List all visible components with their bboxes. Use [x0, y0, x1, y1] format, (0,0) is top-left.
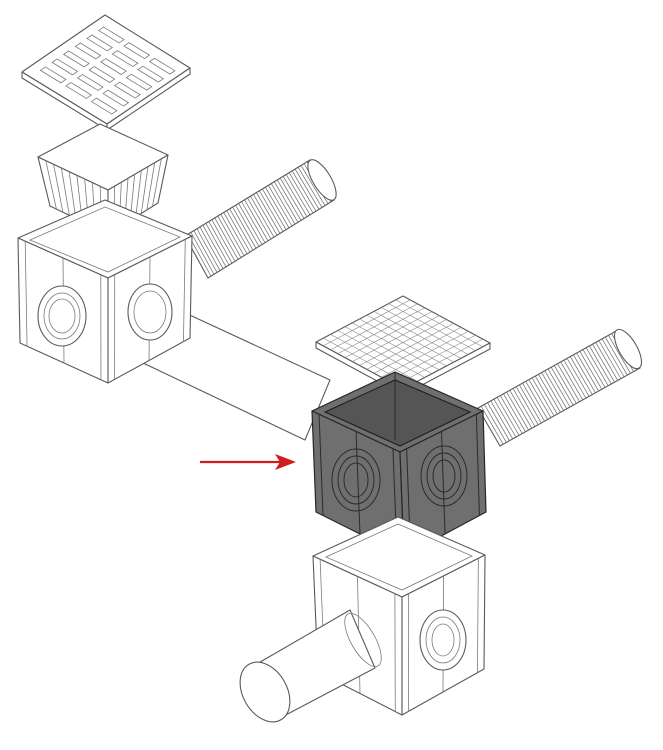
corrugated-pipe-left: [184, 159, 337, 279]
square-grate-top-left: [21, 14, 191, 131]
catch-basin-box-top-left: [17, 199, 193, 384]
arrow-right-icon: [200, 454, 296, 470]
corrugated-pipe-right: [477, 328, 643, 447]
smooth-pipe-bottom: [239, 609, 382, 723]
